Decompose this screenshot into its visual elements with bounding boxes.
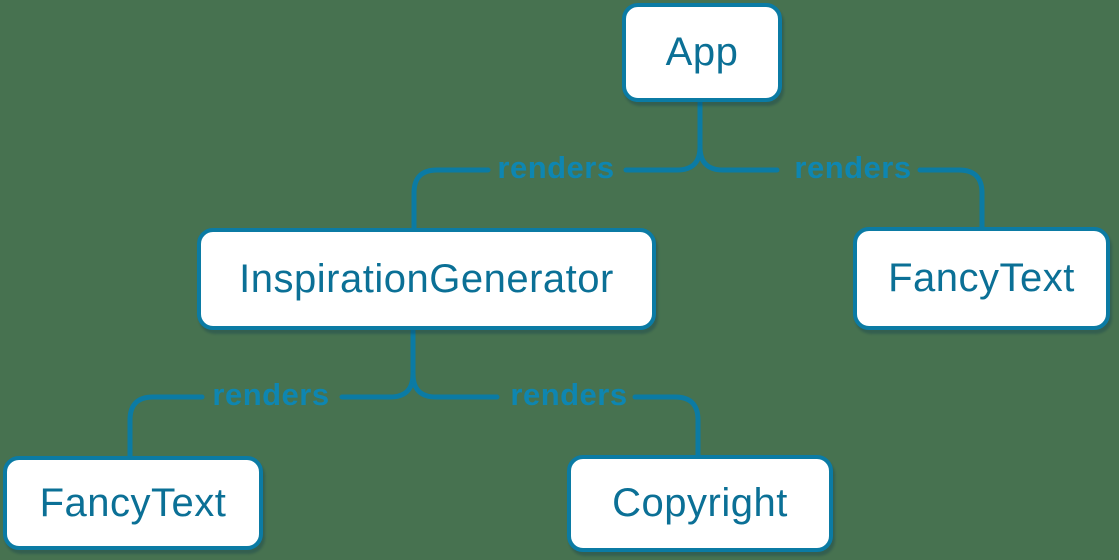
node-copyright: Copyright — [567, 455, 833, 552]
node-app: App — [622, 3, 782, 102]
node-fancy-text-left-label: FancyText — [39, 480, 227, 525]
node-fancy-text-right-label: FancyText — [888, 256, 1075, 300]
node-inspiration-generator: InspirationGenerator — [197, 228, 656, 330]
node-fancy-text-left: FancyText — [3, 456, 263, 550]
node-app-label: App — [665, 30, 739, 74]
edge-label-app-fancy-text: renders — [794, 150, 912, 185]
edge-label-inspiration-generator-fancy-text: renders — [212, 377, 330, 412]
edge-label-app-inspiration-generator: renders — [497, 150, 615, 185]
edge-inspiration-generator-to-copyright — [410, 371, 701, 458]
edge-app-to-fancy-text — [697, 144, 985, 230]
node-copyright-label: Copyright — [612, 481, 788, 525]
edge-label-inspiration-generator-copyright: renders — [510, 377, 628, 412]
node-inspiration-generator-label: InspirationGenerator — [239, 256, 614, 301]
node-fancy-text-right: FancyText — [853, 227, 1110, 330]
